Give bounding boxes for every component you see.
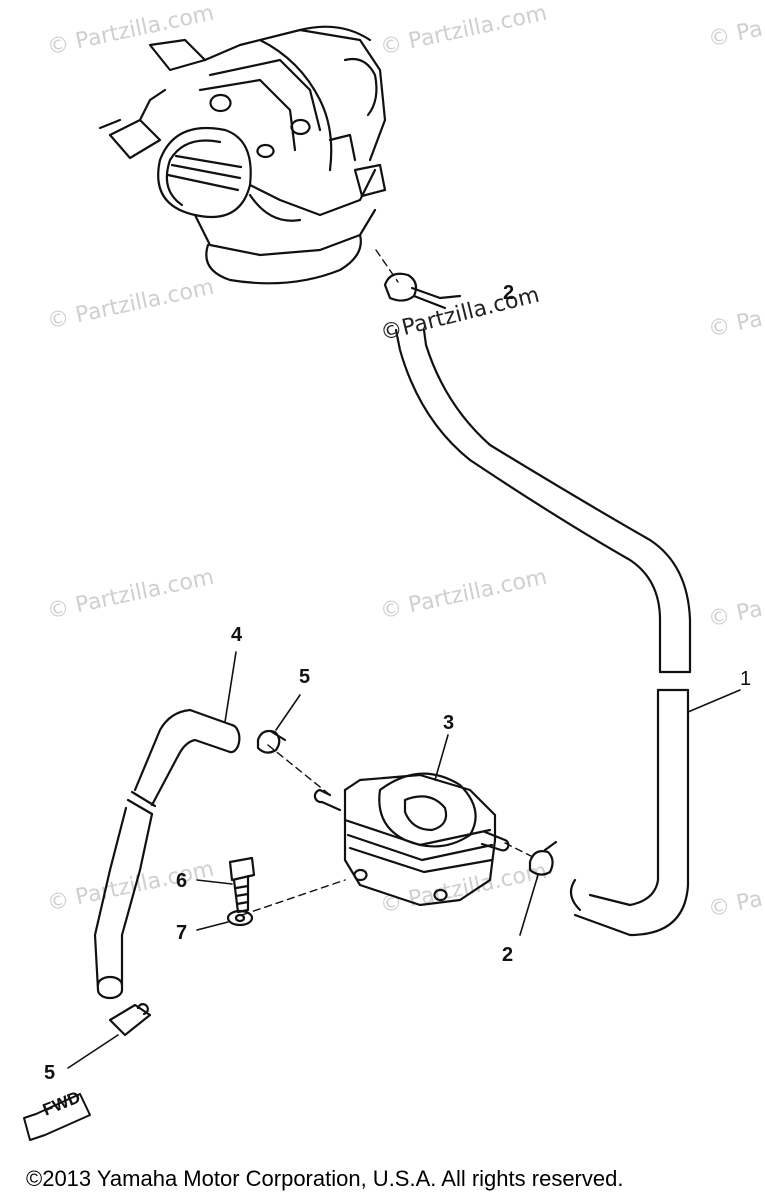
clamp-5-top <box>256 729 287 754</box>
fuel-pump <box>313 772 510 907</box>
callout-2-top: 2 <box>503 282 515 304</box>
assembly-line <box>267 744 331 796</box>
clamp-bottom <box>528 840 558 876</box>
callout-6: 6 <box>176 870 188 892</box>
leader-7 <box>196 921 229 931</box>
clamp-5-bottom <box>108 1003 152 1037</box>
callout-7: 7 <box>176 922 188 944</box>
leader-6 <box>196 879 233 885</box>
fwd-arrow <box>23 1093 91 1141</box>
copyright-footer: ©2013 Yamaha Motor Corporation, U.S.A. A… <box>26 1166 624 1191</box>
fuel-hose-1 <box>394 328 692 937</box>
assembly-line <box>241 879 346 916</box>
clamp-top <box>383 272 462 310</box>
leader-4 <box>224 651 237 723</box>
callout-5-bottom: 5 <box>44 1062 56 1084</box>
callout-1: 1 <box>740 668 752 690</box>
callout-2-bottom: 2 <box>502 944 514 966</box>
bolt <box>228 856 256 914</box>
leader-5-bottom <box>67 1034 119 1069</box>
washer <box>226 909 254 927</box>
leader-1 <box>687 689 741 713</box>
carburetor-assembly <box>98 25 387 285</box>
fuel-hose-4 <box>93 708 241 1000</box>
leader-2-bottom <box>519 874 539 936</box>
callout-3: 3 <box>443 712 455 734</box>
leader-3 <box>434 734 449 781</box>
leader-5-top <box>275 694 301 731</box>
callout-4: 4 <box>231 624 243 646</box>
assembly-line <box>504 842 536 859</box>
callout-5-top: 5 <box>299 666 311 688</box>
assembly-line <box>375 249 399 283</box>
